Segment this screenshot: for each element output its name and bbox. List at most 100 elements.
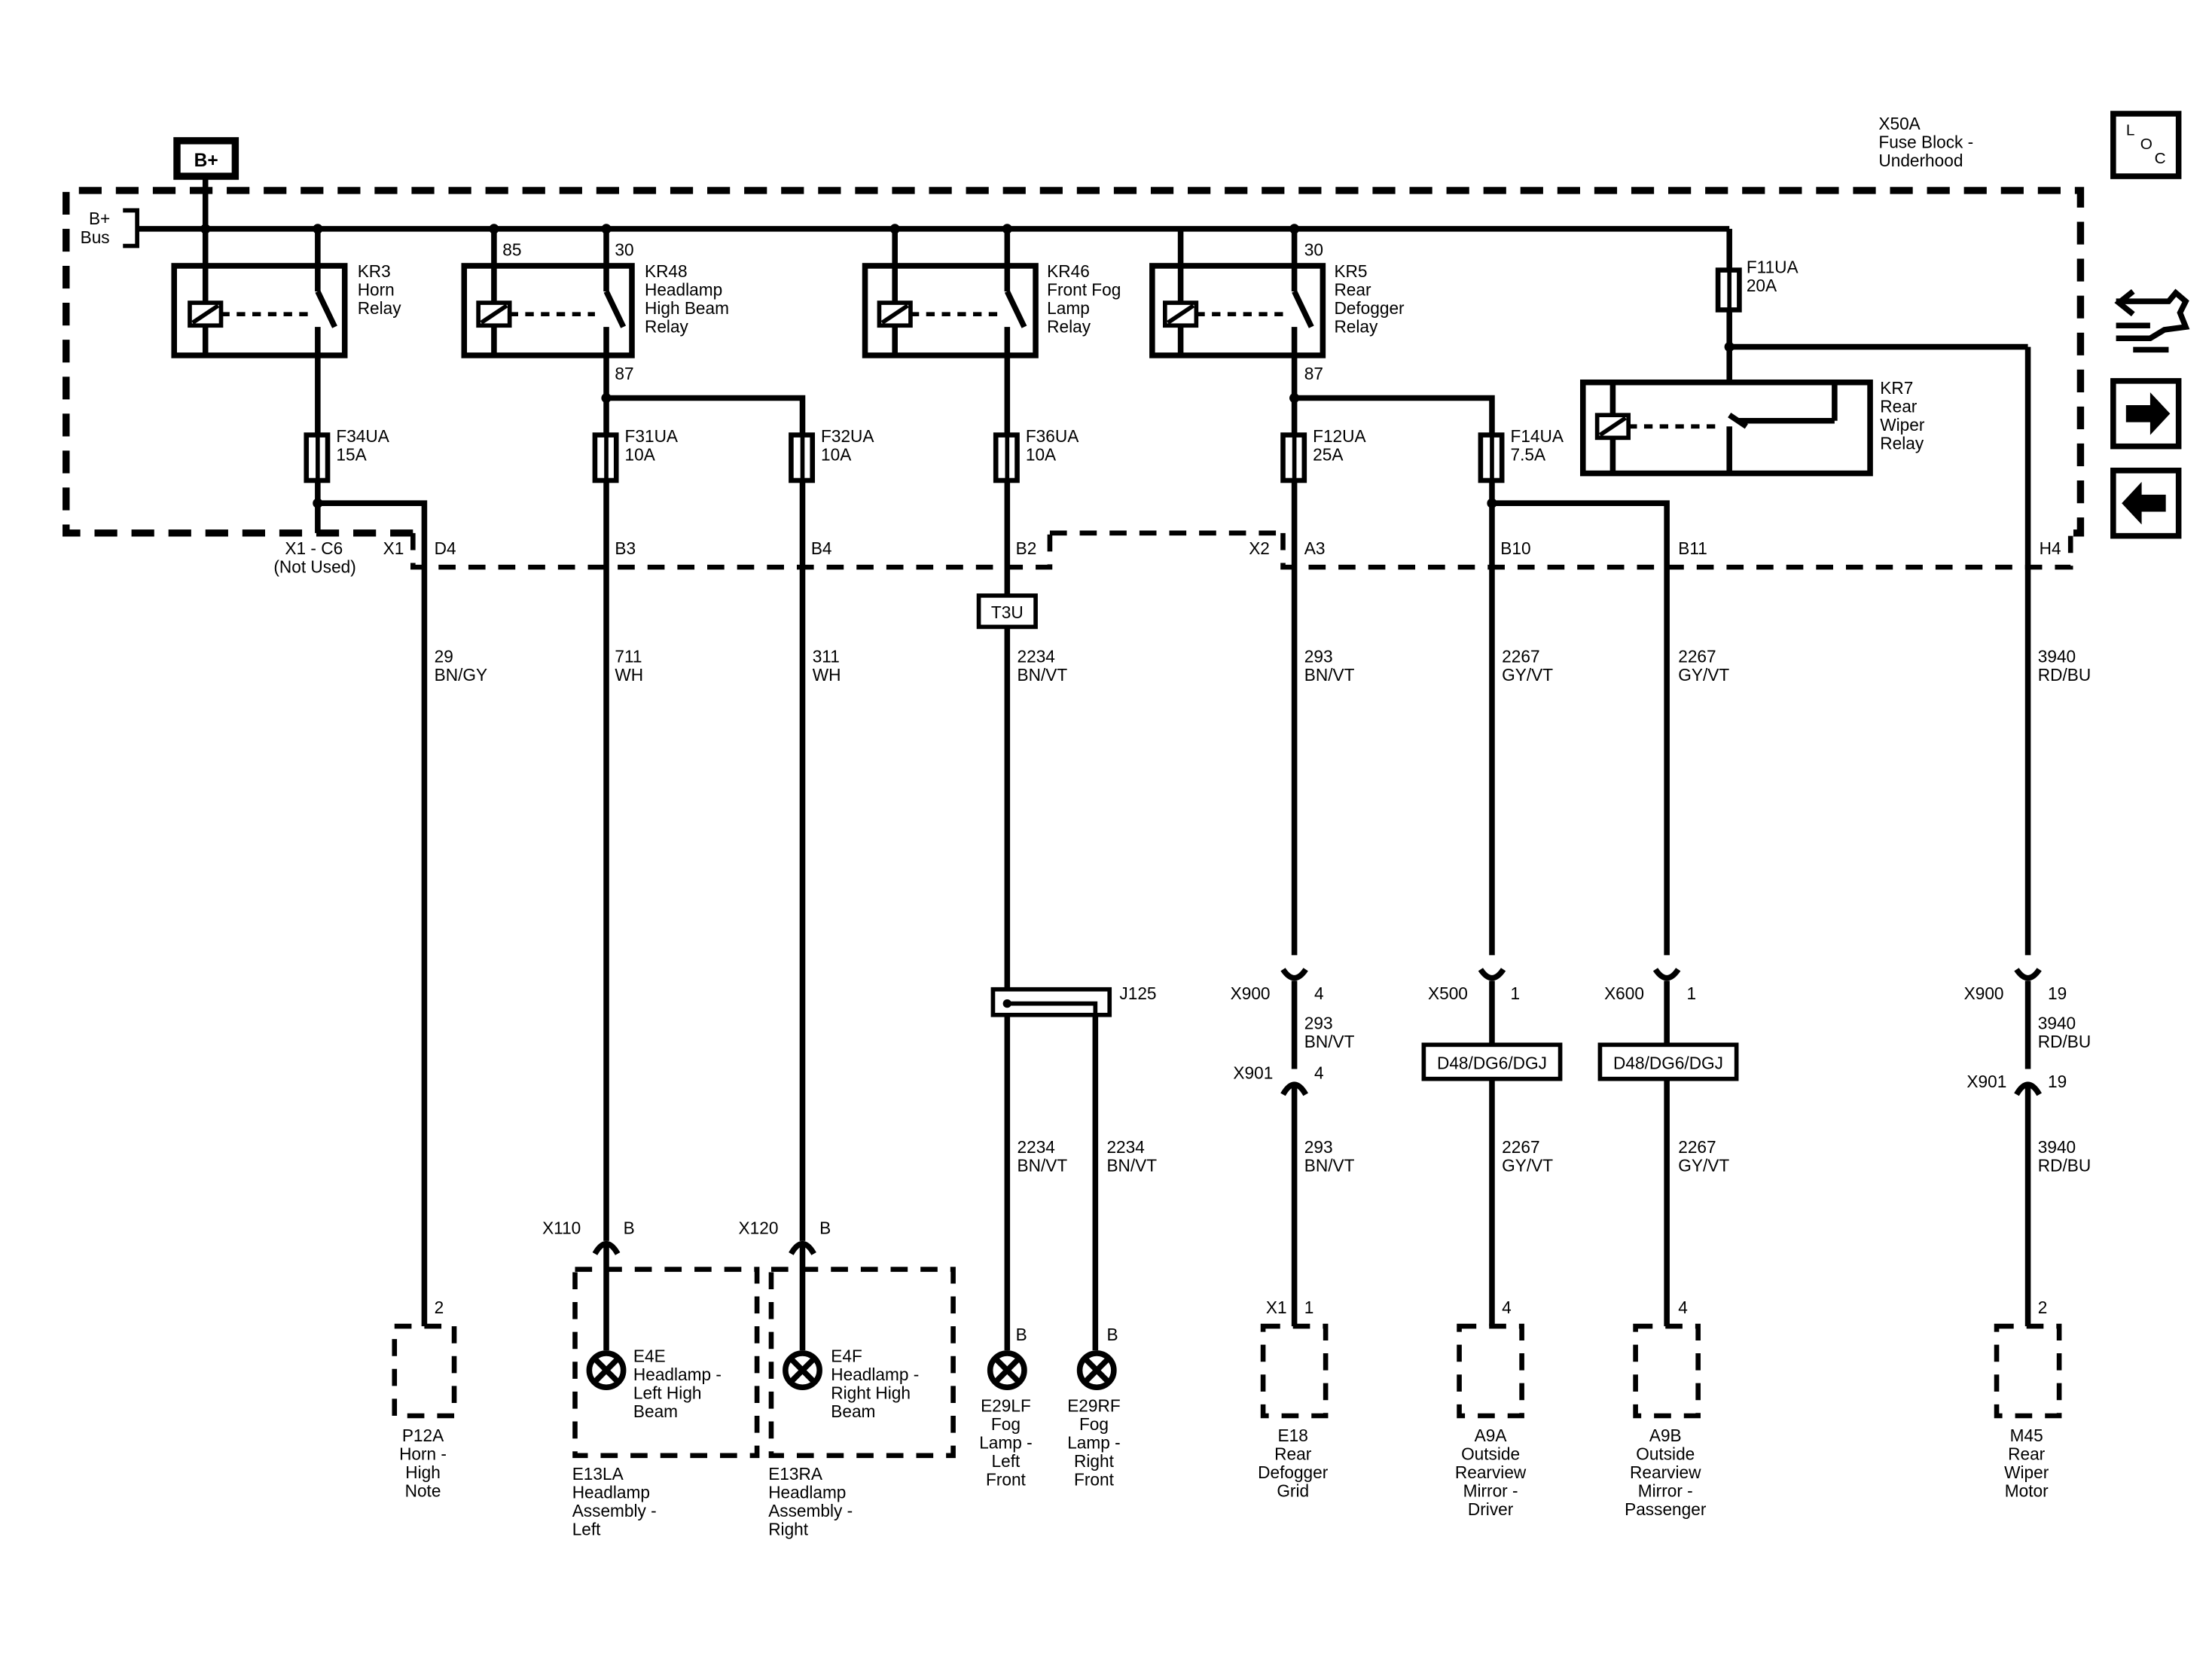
- kr5-id: KR5: [1334, 261, 1367, 281]
- connector-view-icon[interactable]: [2114, 288, 2190, 353]
- e29rf-id: E29RF: [1067, 1395, 1120, 1415]
- pin-x2: X2: [1249, 538, 1270, 558]
- wire-hbr-circuit: 311: [813, 647, 840, 666]
- wire-mirror-pass-color: GY/VT: [1678, 665, 1729, 685]
- bplus-terminal: B+: [173, 137, 240, 180]
- x120-pin: B: [819, 1218, 831, 1237]
- e18-label-3: Grid: [1277, 1481, 1309, 1501]
- splice-j125-label: J125: [1119, 984, 1156, 1003]
- m45-id: M45: [2010, 1426, 2043, 1445]
- kr3-label-2: Relay: [358, 298, 402, 318]
- m45-label-1: Rear: [2008, 1444, 2046, 1464]
- wire-wiper-circuit: 3940: [2038, 647, 2076, 666]
- p12a-pin: 2: [435, 1298, 444, 1317]
- pin-h4: H4: [2040, 538, 2061, 558]
- f11-id: F11UA: [1747, 257, 1799, 276]
- e4f-label-2: Right High: [831, 1383, 911, 1402]
- wire-fog-right-circuit: 2234: [1106, 1137, 1144, 1157]
- e13la-label-3: Left: [572, 1520, 601, 1539]
- e18-label-1: Rear: [1274, 1444, 1312, 1464]
- a9b-label-1: Outside: [1636, 1444, 1695, 1464]
- kr5-label-1: Rear: [1334, 280, 1371, 300]
- x901-wiper-conn: X901: [1966, 1072, 2006, 1091]
- lamp-e4e: [586, 1350, 627, 1391]
- e29lf-label-4: Front: [986, 1469, 1027, 1489]
- arrow-left-icon: [2122, 481, 2166, 525]
- inline-connector-x500: [1478, 968, 1506, 981]
- a9a-label-1: Outside: [1461, 1444, 1520, 1464]
- inline-connector-x600: [1652, 968, 1681, 981]
- f34-id: F34UA: [336, 426, 389, 446]
- inline-connector-x900-wiper: [2014, 968, 2042, 981]
- bus-label-line2: Bus: [81, 227, 110, 247]
- x901-defog-pin: 4: [1314, 1063, 1324, 1083]
- a9a-label-4: Driver: [1468, 1499, 1514, 1519]
- option-label-mirror-passenger: D48/DG6/DGJ: [1613, 1053, 1723, 1072]
- e13la-label-2: Assembly -: [572, 1501, 657, 1520]
- pin-x1: X1: [383, 538, 404, 558]
- wire-defog-low-color: BN/VT: [1304, 1155, 1355, 1175]
- kr48-pin-85: 85: [502, 240, 521, 260]
- p12a-label-1: Horn -: [399, 1444, 447, 1464]
- wire-wiper-color: RD/BU: [2038, 665, 2091, 685]
- arrow-right-icon: [2125, 392, 2171, 435]
- f14-rating: 7.5A: [1511, 445, 1546, 465]
- relay-kr48: [461, 228, 635, 358]
- f36-rating: 10A: [1026, 445, 1057, 465]
- x110-conn: X110: [542, 1218, 581, 1237]
- next-page-button[interactable]: [2110, 378, 2182, 450]
- x901-defog-conn: X901: [1233, 1063, 1273, 1083]
- p12a-label-2: High: [405, 1462, 441, 1482]
- e18-label-2: Defogger: [1258, 1462, 1329, 1482]
- loc-button[interactable]: L O C: [2110, 111, 2182, 179]
- wire-29-bngy: [317, 500, 428, 1327]
- a9b-label-4: Passenger: [1625, 1499, 1707, 1519]
- wire-mirror-drv-low-color: GY/VT: [1502, 1155, 1553, 1175]
- fuse-block-id: X50A: [1878, 114, 1921, 133]
- f34-rating: 15A: [336, 445, 367, 465]
- relay-kr46: [862, 228, 1039, 358]
- x500-conn: X500: [1428, 984, 1468, 1003]
- kr5-pin-30: 30: [1304, 240, 1323, 260]
- inline-connector-x900-female: [1280, 968, 1308, 981]
- e4f-label-1: Headlamp -: [831, 1365, 919, 1384]
- m45-label-2: Wiper: [2004, 1462, 2049, 1482]
- junction-dot: [889, 224, 900, 234]
- fuse-block-outline: [63, 187, 2085, 570]
- e13ra-label-3: Right: [768, 1520, 809, 1539]
- component-a9a-mirror-driver: [1457, 1323, 1524, 1419]
- x900-wiper-pin: 19: [2048, 984, 2067, 1003]
- wire-defog-low-circuit: 293: [1304, 1137, 1333, 1157]
- wire-fog-right-color: BN/VT: [1106, 1155, 1157, 1175]
- kr48-pin-87: 87: [615, 364, 633, 383]
- kr46-label-2: Lamp: [1047, 298, 1090, 318]
- bus-label-line1: B+: [89, 209, 110, 228]
- bplus-label: B+: [194, 151, 218, 171]
- junction-dot: [1724, 341, 1735, 352]
- wire-fog-left-circuit: 2234: [1018, 1137, 1055, 1157]
- e29rf-label-3: Right: [1074, 1451, 1115, 1471]
- lamp-e29lf-fog-left: [987, 1350, 1027, 1391]
- relay-kr7: [1579, 379, 1873, 477]
- m45-pin: 2: [2038, 1298, 2048, 1317]
- a9a-label-3: Mirror -: [1463, 1481, 1518, 1501]
- m45-label-3: Motor: [2005, 1481, 2049, 1501]
- kr48-id: KR48: [645, 261, 688, 281]
- previous-page-button[interactable]: [2110, 468, 2182, 539]
- kr46-label-1: Front Fog: [1047, 280, 1121, 300]
- wire-horn-circuit: 29: [435, 647, 453, 666]
- x500-pin: 1: [1511, 984, 1521, 1003]
- kr5-label-2: Defogger: [1334, 298, 1405, 318]
- a9b-label-2: Rearview: [1630, 1462, 1701, 1482]
- wire-mirror-drv-circuit: 2267: [1502, 647, 1539, 666]
- junction-dot: [313, 224, 323, 234]
- wire-hbr-color: WH: [813, 665, 841, 685]
- e4e-id: E4E: [633, 1346, 666, 1365]
- wire-wiper-mid-circuit: 3940: [2038, 1014, 2076, 1033]
- inline-connector-x110: [592, 1240, 621, 1255]
- loc-letter-l: L: [2126, 121, 2135, 139]
- kr7-label-2: Wiper: [1880, 415, 1925, 435]
- pin-b4: B4: [811, 538, 832, 558]
- a9b-id: A9B: [1649, 1426, 1682, 1445]
- component-e13la-headlamp-assembly: [572, 1267, 760, 1459]
